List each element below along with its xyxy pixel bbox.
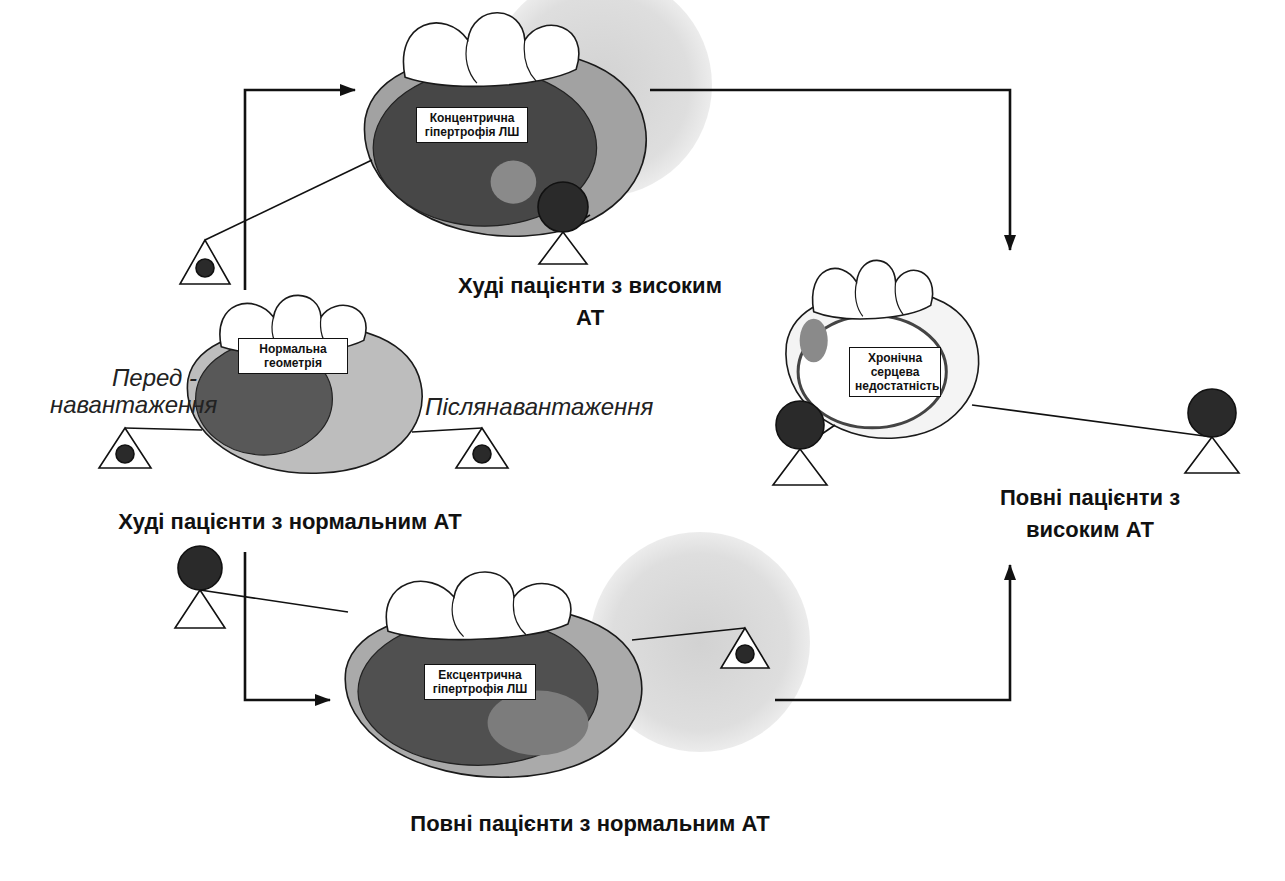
geometry-label: Концентрична гіпертрофія ЛШ: [422, 111, 522, 139]
heart-shape: [330, 565, 775, 790]
scale-triangle: [180, 240, 230, 284]
patient-group-label: Повні пацієнти з високим АТ: [955, 482, 1225, 546]
ventricle-node: Нормальна геометріяХуді пацієнти з норма…: [100, 290, 480, 552]
ventricle-node: Хронічна серцева недостатністьПовні паці…: [770, 250, 1240, 565]
weight-ball: [736, 645, 754, 663]
label-box: Нормальна геометрія: [238, 338, 348, 374]
load-label: Післянавантаження: [425, 393, 653, 420]
geometry-label: Нормальна геометрія: [244, 342, 342, 370]
flow-arrow: [650, 90, 1010, 250]
label-box: Хронічна серцева недостатність: [849, 347, 941, 397]
lever-beam: [972, 405, 1212, 437]
ventricle-shape: [345, 572, 642, 777]
weight-ball: [196, 259, 214, 277]
scale-triangle: [773, 449, 827, 485]
ventricle-node: Ексцентрична гіпертрофія ЛШПовні пацієнт…: [330, 565, 775, 790]
scale-triangle: [539, 232, 587, 264]
label-box: Концентрична гіпертрофія ЛШ: [416, 107, 528, 143]
weight-ball: [1188, 389, 1236, 437]
ventricle-cavity: [488, 691, 589, 756]
patient-group-label: Худі пацієнти з нормальним АТ: [118, 506, 461, 538]
ventricle-node: Концентрична гіпертрофія ЛШХуді пацієнти…: [355, 0, 650, 245]
load-label-text: Післянавантаження: [425, 393, 653, 420]
vessel-line: [452, 597, 526, 637]
lever-beam: [632, 628, 745, 640]
weight-ball: [776, 401, 824, 449]
flow-arrow: [245, 552, 330, 700]
weight-ball: [538, 182, 588, 232]
patient-group-label: Худі пацієнти з високим АТ: [455, 270, 725, 334]
scale-triangle: [175, 590, 225, 628]
lever-beam: [125, 428, 202, 430]
atrium-outline: [386, 572, 571, 640]
geometry-label: Хронічна серцева недостатність: [855, 351, 935, 393]
ventricle-cavity: [491, 161, 537, 204]
group-caption: Повні пацієнти з високим АТ: [955, 482, 1225, 546]
scale-triangle: [721, 628, 769, 668]
heart-shape: [770, 250, 1240, 565]
scale-triangle: [456, 428, 508, 468]
lever-beam: [412, 428, 482, 432]
scale-triangle: [1185, 437, 1239, 473]
weight-ball: [178, 546, 222, 590]
flow-arrow: [775, 565, 1010, 700]
ventricle-shape: [187, 295, 422, 473]
lever-beam: [205, 160, 372, 240]
vessel-line: [855, 282, 903, 316]
ventricle-cavity: [800, 319, 828, 363]
scale-triangle: [99, 428, 151, 468]
weight-ball: [473, 445, 491, 463]
patient-group-label: Повні пацієнти з нормальним АТ: [410, 808, 769, 840]
label-box: Ексцентрична гіпертрофія ЛШ: [424, 664, 536, 700]
flow-arrow: [245, 90, 355, 290]
atrium-outline: [813, 260, 933, 319]
ventricle-shape: [364, 13, 646, 237]
heart-outline: [187, 326, 422, 473]
weight-ball: [116, 445, 134, 463]
vessel-line: [466, 40, 536, 83]
group-caption: Худі пацієнти з нормальним АТ: [118, 506, 461, 538]
lever-beam: [200, 590, 348, 612]
geometry-label: Ексцентрична гіпертрофія ЛШ: [430, 668, 530, 696]
load-label: Перед - навантаження: [50, 364, 197, 418]
atrium-outline: [403, 13, 578, 87]
group-caption: Повні пацієнти з нормальним АТ: [410, 808, 769, 840]
group-caption: Худі пацієнти з високим АТ: [455, 270, 725, 334]
load-label-text: Перед - навантаження: [50, 364, 197, 418]
